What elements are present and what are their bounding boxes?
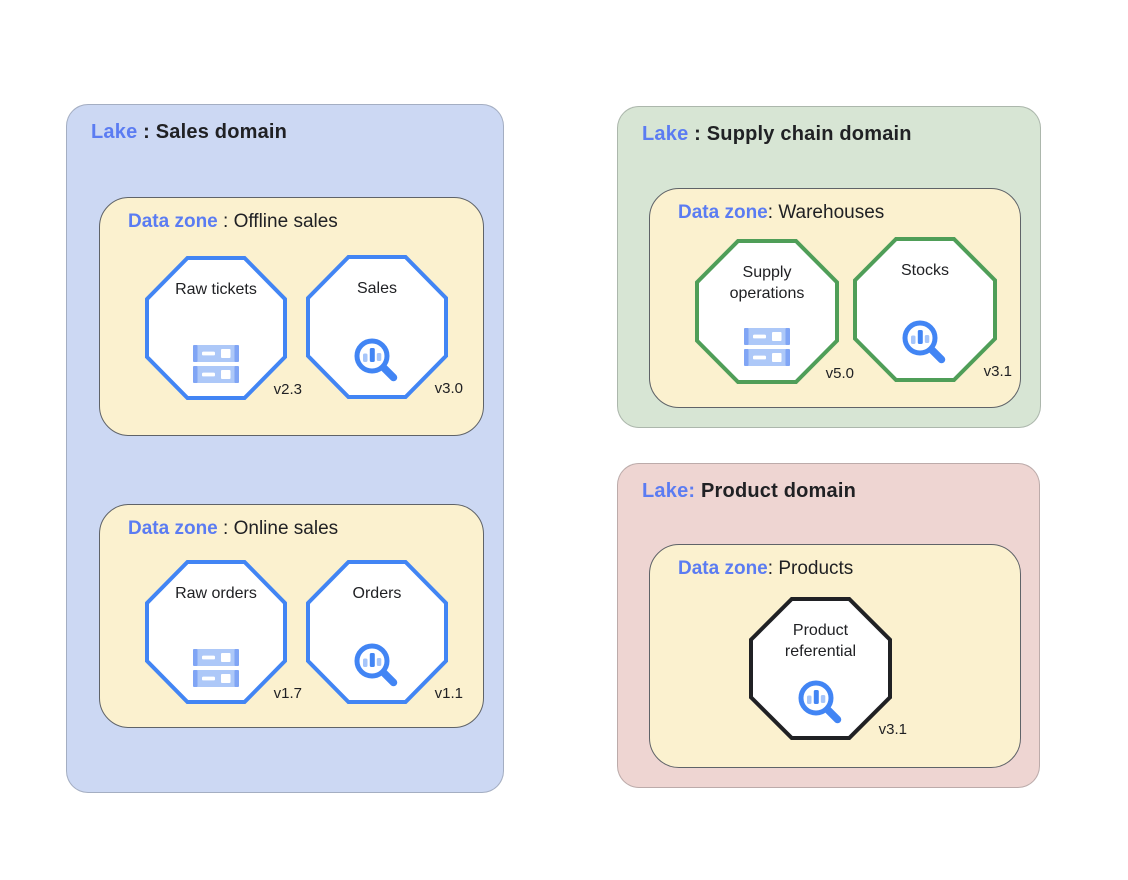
zone-products: Data zone: Products Product referential … (649, 544, 1021, 768)
asset-name: Sales (356, 280, 397, 297)
lake-title-name: Sales domain (155, 121, 288, 143)
zone-title-name: Offline sales (233, 211, 338, 232)
asset-supply-operations: Supply operations v5.0 (695, 239, 854, 384)
zone-online-sales: Data zone : Online sales Raw orders (99, 504, 484, 728)
zone-title-separator: : (217, 211, 234, 232)
storage-icon (193, 345, 239, 383)
search-analytics-icon (795, 677, 847, 729)
asset-version: v3.1 (983, 363, 1012, 380)
asset-raw-tickets: Raw tickets v2.3 (145, 256, 302, 400)
storage-icon (193, 649, 239, 687)
lake-sales-title: Lake : Sales domain (91, 121, 287, 144)
lake-sales-domain: Lake : Sales domain Data zone : Offline … (66, 104, 504, 793)
zone-title-name: Warehouses (778, 202, 885, 223)
zone-offline-sales: Data zone : Offline sales Raw tickets (99, 197, 484, 436)
octagon-fill (857, 241, 993, 378)
zone-title-separator: : (767, 202, 779, 223)
asset-sales: Sales v3.0 (306, 255, 463, 399)
zone-products-title: Data zone: Products (678, 558, 853, 580)
asset-version: v3.1 (878, 721, 907, 738)
lake-label: Lake (91, 121, 138, 143)
asset-name: Orders (352, 585, 402, 602)
data-zone-label: Data zone (128, 211, 218, 232)
asset-name: Raw tickets (175, 281, 257, 298)
asset-orders: Orders v1.1 (306, 560, 463, 704)
asset-name: Supply operations (729, 264, 805, 303)
asset-version: v3.0 (434, 380, 463, 397)
lake-label: Lake: (642, 480, 696, 502)
lake-title-separator: : (688, 123, 707, 145)
lake-title-separator: : (137, 121, 156, 143)
asset-raw-orders: Raw orders v1.7 (145, 560, 302, 704)
asset-name: Product referential (784, 622, 857, 661)
lake-product-domain: Lake: Product domain Data zone: Products… (617, 463, 1040, 788)
asset-stocks: Stocks v3.1 (853, 237, 1012, 382)
lake-product-title: Lake: Product domain (642, 480, 856, 503)
zone-offline-title: Data zone : Offline sales (128, 211, 338, 233)
data-zone-label: Data zone (678, 558, 768, 579)
asset-name: Stocks (900, 262, 949, 279)
lake-supply-title: Lake : Supply chain domain (642, 123, 912, 146)
zone-warehouses: Data zone: Warehouses Supply operations (649, 188, 1021, 408)
asset-version: v5.0 (825, 365, 854, 382)
asset-version: v1.1 (434, 685, 463, 702)
search-analytics-icon (351, 640, 403, 692)
lake-title-name: Product domain (701, 480, 857, 502)
asset-version: v1.7 (273, 685, 302, 702)
asset-version: v2.3 (273, 381, 302, 398)
search-analytics-icon (351, 335, 403, 387)
data-zone-label: Data zone (128, 518, 218, 539)
zone-title-name: Products (778, 558, 854, 579)
asset-product-referential: Product referential v3.1 (749, 597, 907, 740)
zone-title-name: Online sales (233, 518, 339, 539)
data-zone-label: Data zone (678, 202, 768, 223)
lake-title-name: Supply chain domain (706, 123, 912, 145)
asset-name: Raw orders (175, 585, 257, 602)
search-analytics-icon (899, 317, 951, 369)
zone-warehouses-title: Data zone: Warehouses (678, 202, 884, 224)
storage-icon (744, 328, 790, 366)
zone-online-title: Data zone : Online sales (128, 518, 338, 540)
lake-label: Lake (642, 123, 689, 145)
zone-title-separator: : (767, 558, 779, 579)
lake-supply-chain-domain: Lake : Supply chain domain Data zone: Wa… (617, 106, 1041, 428)
zone-title-separator: : (217, 518, 234, 539)
